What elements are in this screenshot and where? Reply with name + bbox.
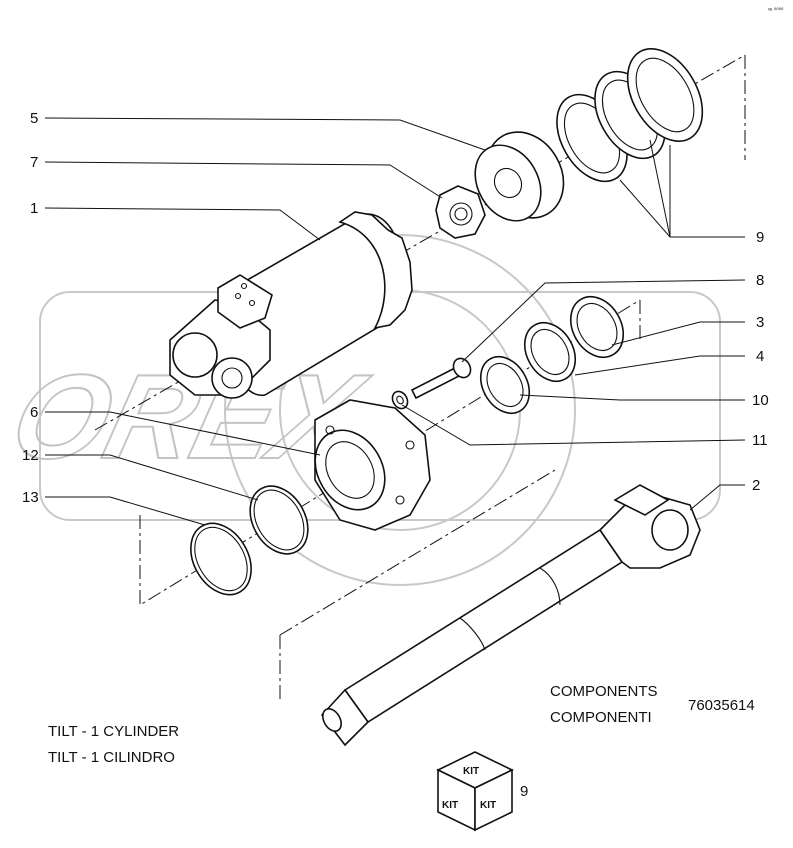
rod-seal-rings <box>479 296 625 415</box>
kit-top-label: KIT <box>463 766 479 777</box>
callout-9: 9 <box>756 229 764 246</box>
callout-3: 3 <box>756 314 764 331</box>
kit-number: 9 <box>520 783 528 800</box>
o-rings <box>190 485 309 596</box>
callout-7: 7 <box>30 154 38 171</box>
callout-4: 4 <box>756 348 764 365</box>
callout-10: 10 <box>752 392 769 409</box>
bolt <box>410 357 472 400</box>
title-it: TILT - 1 CILINDRO <box>48 749 175 766</box>
components-it: COMPONENTI <box>550 709 652 726</box>
part-number: 76035614 <box>688 697 755 714</box>
caption-block: COMPONENTS COMPONENTI 76035614 TILT - 1 … <box>48 683 755 766</box>
callout-1: 1 <box>30 200 38 217</box>
callout-13: 13 <box>22 489 39 506</box>
kit-box-icon: KIT KIT KIT 9 <box>436 751 528 832</box>
cylinder-barrel <box>169 211 413 399</box>
callout-5: 5 <box>30 110 38 127</box>
title-en: TILT - 1 CYLINDER <box>48 723 179 740</box>
washer <box>391 390 409 410</box>
kit-left-label: KIT <box>442 800 458 811</box>
lock-nut <box>435 185 486 239</box>
callout-8: 8 <box>756 272 764 289</box>
corner-mark: ᵛᵃ ⁰⁰⁰⁰ <box>767 7 784 14</box>
callout-11: 11 <box>752 432 768 449</box>
cylinder-head <box>314 399 431 531</box>
leader-lines <box>44 117 746 526</box>
callout-12: 12 <box>22 447 39 464</box>
callout-2: 2 <box>752 477 760 494</box>
callout-labels: 5 7 1 9 8 3 4 10 6 11 12 13 2 <box>22 110 769 506</box>
components-en: COMPONENTS <box>550 683 658 700</box>
piston-rod <box>320 484 701 747</box>
kit-right-label: KIT <box>480 800 496 811</box>
callout-6: 6 <box>30 404 38 421</box>
piston <box>474 131 565 222</box>
piston-seal-rings <box>556 48 704 183</box>
